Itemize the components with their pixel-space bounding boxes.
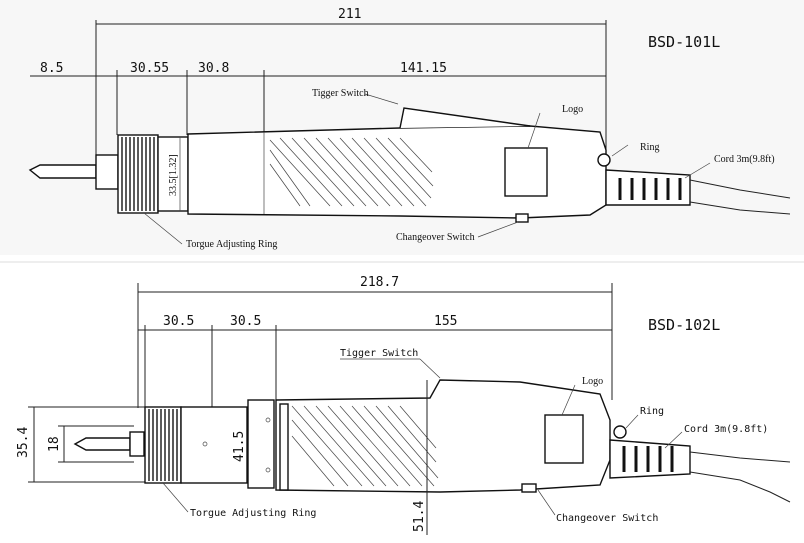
top-bit [28, 164, 97, 179]
bottom-cord-label: Cord 3m(9.8ft) [684, 424, 768, 435]
top-dim-d3: 30.8 [198, 61, 229, 76]
bottom-dim-h2: 18 [47, 436, 62, 452]
top-dim-d1: 8.5 [40, 61, 63, 76]
top-dim-d4: 141.15 [400, 61, 447, 76]
bottom-logo-box [544, 414, 584, 464]
bottom-ring [613, 425, 627, 439]
bottom-trigger-label: Tigger Switch [340, 348, 418, 359]
bottom-dim-d2: 30.5 [230, 314, 261, 329]
bottom-logo-label: Logo [582, 376, 603, 387]
bottom-model-label: BSD-102L [648, 316, 720, 334]
bottom-bit [73, 437, 131, 451]
bottom-dim-overall: 218.7 [360, 275, 399, 290]
top-logo-box [504, 147, 548, 197]
top-grip-slots [269, 137, 434, 207]
top-changeover-switch [515, 213, 529, 223]
bottom-dim-d1: 30.5 [163, 314, 194, 329]
bottom-dim-h3: 41.5 [232, 431, 247, 462]
bottom-bit-holder [129, 431, 145, 457]
top-dim-d2: 30.55 [130, 61, 169, 76]
bottom-strain-relief [609, 439, 691, 479]
bottom-diagram: BSD-102L 218.7 30.5 30.5 155 35.4 18 [16, 275, 791, 535]
top-model-label: BSD-101L [648, 33, 720, 51]
top-dim-overall: 211 [338, 7, 361, 22]
top-trigger-label: Tigger Switch [312, 88, 369, 99]
bottom-changeover-switch [521, 483, 537, 493]
bottom-dim-h4: 51.4 [412, 501, 427, 532]
top-cord-label: Cord 3m(9.8ft) [714, 154, 775, 165]
bottom-dim-h1: 35.4 [16, 427, 31, 458]
top-bit-holder [95, 154, 119, 190]
bottom-changeover-label: Changeover Switch [556, 513, 658, 524]
top-torque-label: Torgue Adjusting Ring [186, 239, 277, 250]
top-logo-label: Logo [562, 104, 583, 115]
bottom-grip-slots [291, 405, 439, 487]
top-ring-label: Ring [640, 142, 659, 153]
top-diagram: BSD-101L 211 8.5 30.55 30.8 141.15 33.5[… [28, 7, 791, 250]
top-changeover-label: Changeover Switch [396, 232, 475, 243]
top-ring [597, 153, 611, 167]
bottom-dim-d3: 155 [434, 314, 457, 329]
bottom-torque-label: Torgue Adjusting Ring [190, 508, 316, 519]
top-trigger [399, 107, 531, 129]
bottom-ring-label: Ring [640, 406, 664, 417]
top-dim-height: 33.5[1.32] [168, 154, 179, 196]
bottom-torque-ring [144, 406, 182, 484]
